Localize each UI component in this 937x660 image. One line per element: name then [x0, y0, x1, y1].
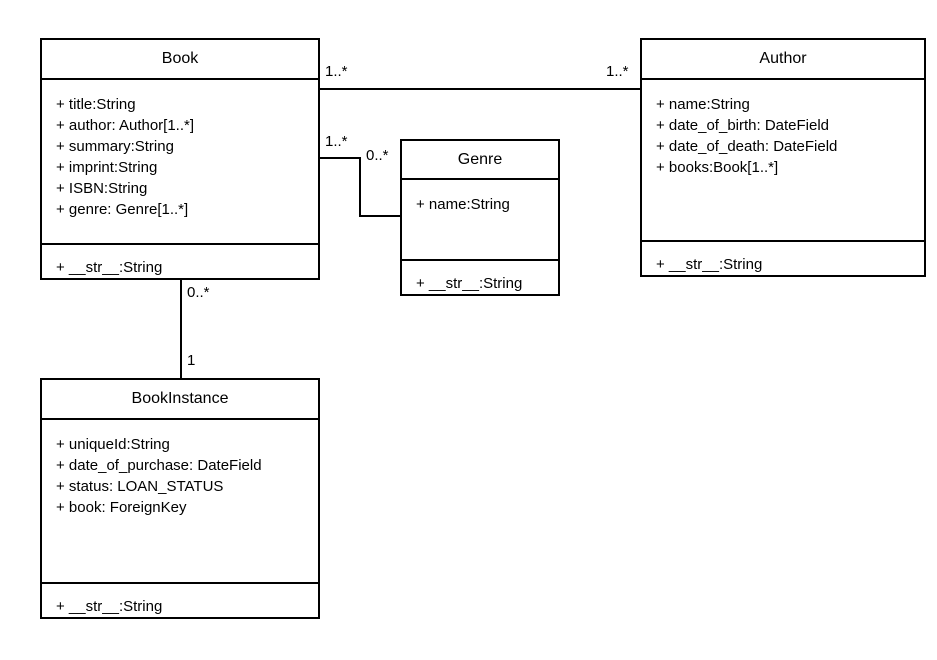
- attribute-row: + uniqueId:String: [56, 436, 170, 453]
- uml-class-bookinstance[interactable]: BookInstance + uniqueId:String + date_of_p…: [40, 378, 320, 619]
- class-name-author: Author: [642, 40, 924, 80]
- attribute-row: + author: Author[1..*]: [56, 117, 195, 134]
- multiplicity-book-author-target: 1..*: [606, 63, 629, 80]
- attribute-row: + book: ForeignKey: [56, 499, 187, 516]
- attribute-row: + books:Book[1..*]: [656, 159, 779, 176]
- attribute-row: + date_of_birth: DateField: [656, 117, 830, 134]
- uml-class-author[interactable]: Author + name:String + date_of_birth: Date…: [640, 38, 926, 277]
- method-row: + __str__:String: [416, 275, 523, 292]
- method-row: + __str__:String: [56, 259, 163, 276]
- method-row: + __str__:String: [656, 256, 763, 273]
- class-methods-author: + __str__:String: [642, 242, 924, 275]
- attribute-row: + status: LOAN_STATUS: [56, 478, 224, 495]
- multiplicity-book-bookinstance-source: 0..*: [187, 284, 210, 301]
- class-name-genre: Genre: [402, 141, 558, 180]
- attribute-row: + date_of_death: DateField: [656, 138, 838, 155]
- method-row: + __str__:String: [56, 598, 163, 615]
- uml-class-book[interactable]: Book + title:String + author: Author[1..*]…: [40, 38, 320, 280]
- class-name-book: Book: [42, 40, 318, 80]
- multiplicity-book-bookinstance-target: 1: [187, 352, 196, 369]
- attribute-row: + title:String: [56, 96, 136, 113]
- class-attributes-bookinstance: + uniqueId:String + date_of_purchase: Dat…: [42, 420, 318, 584]
- class-attributes-genre: + name:String: [402, 180, 558, 261]
- multiplicity-book-genre-target: 0..*: [366, 147, 389, 164]
- class-attributes-author: + name:String + date_of_birth: DateField +…: [642, 80, 924, 242]
- attribute-row: + date_of_purchase: DateField: [56, 457, 262, 474]
- association-line-book-genre: [320, 157, 400, 217]
- attribute-row: + genre: Genre[1..*]: [56, 201, 189, 218]
- class-methods-genre: + __str__:String: [402, 261, 558, 294]
- attribute-row: + ISBN:String: [56, 180, 148, 197]
- multiplicity-book-author-source: 1..*: [325, 63, 348, 80]
- class-methods-book: + __str__:String: [42, 245, 318, 278]
- attribute-row: + name:String: [416, 196, 510, 213]
- class-name-bookinstance: BookInstance: [42, 380, 318, 420]
- multiplicity-book-genre-source: 1..*: [325, 133, 348, 150]
- class-methods-bookinstance: + __str__:String: [42, 584, 318, 617]
- attribute-row: + summary:String: [56, 138, 174, 155]
- attribute-row: + imprint:String: [56, 159, 158, 176]
- class-attributes-book: + title:String + author: Author[1..*] + su…: [42, 80, 318, 245]
- attribute-row: + name:String: [656, 96, 750, 113]
- uml-class-genre[interactable]: Genre + name:String + __str__:String: [400, 139, 560, 296]
